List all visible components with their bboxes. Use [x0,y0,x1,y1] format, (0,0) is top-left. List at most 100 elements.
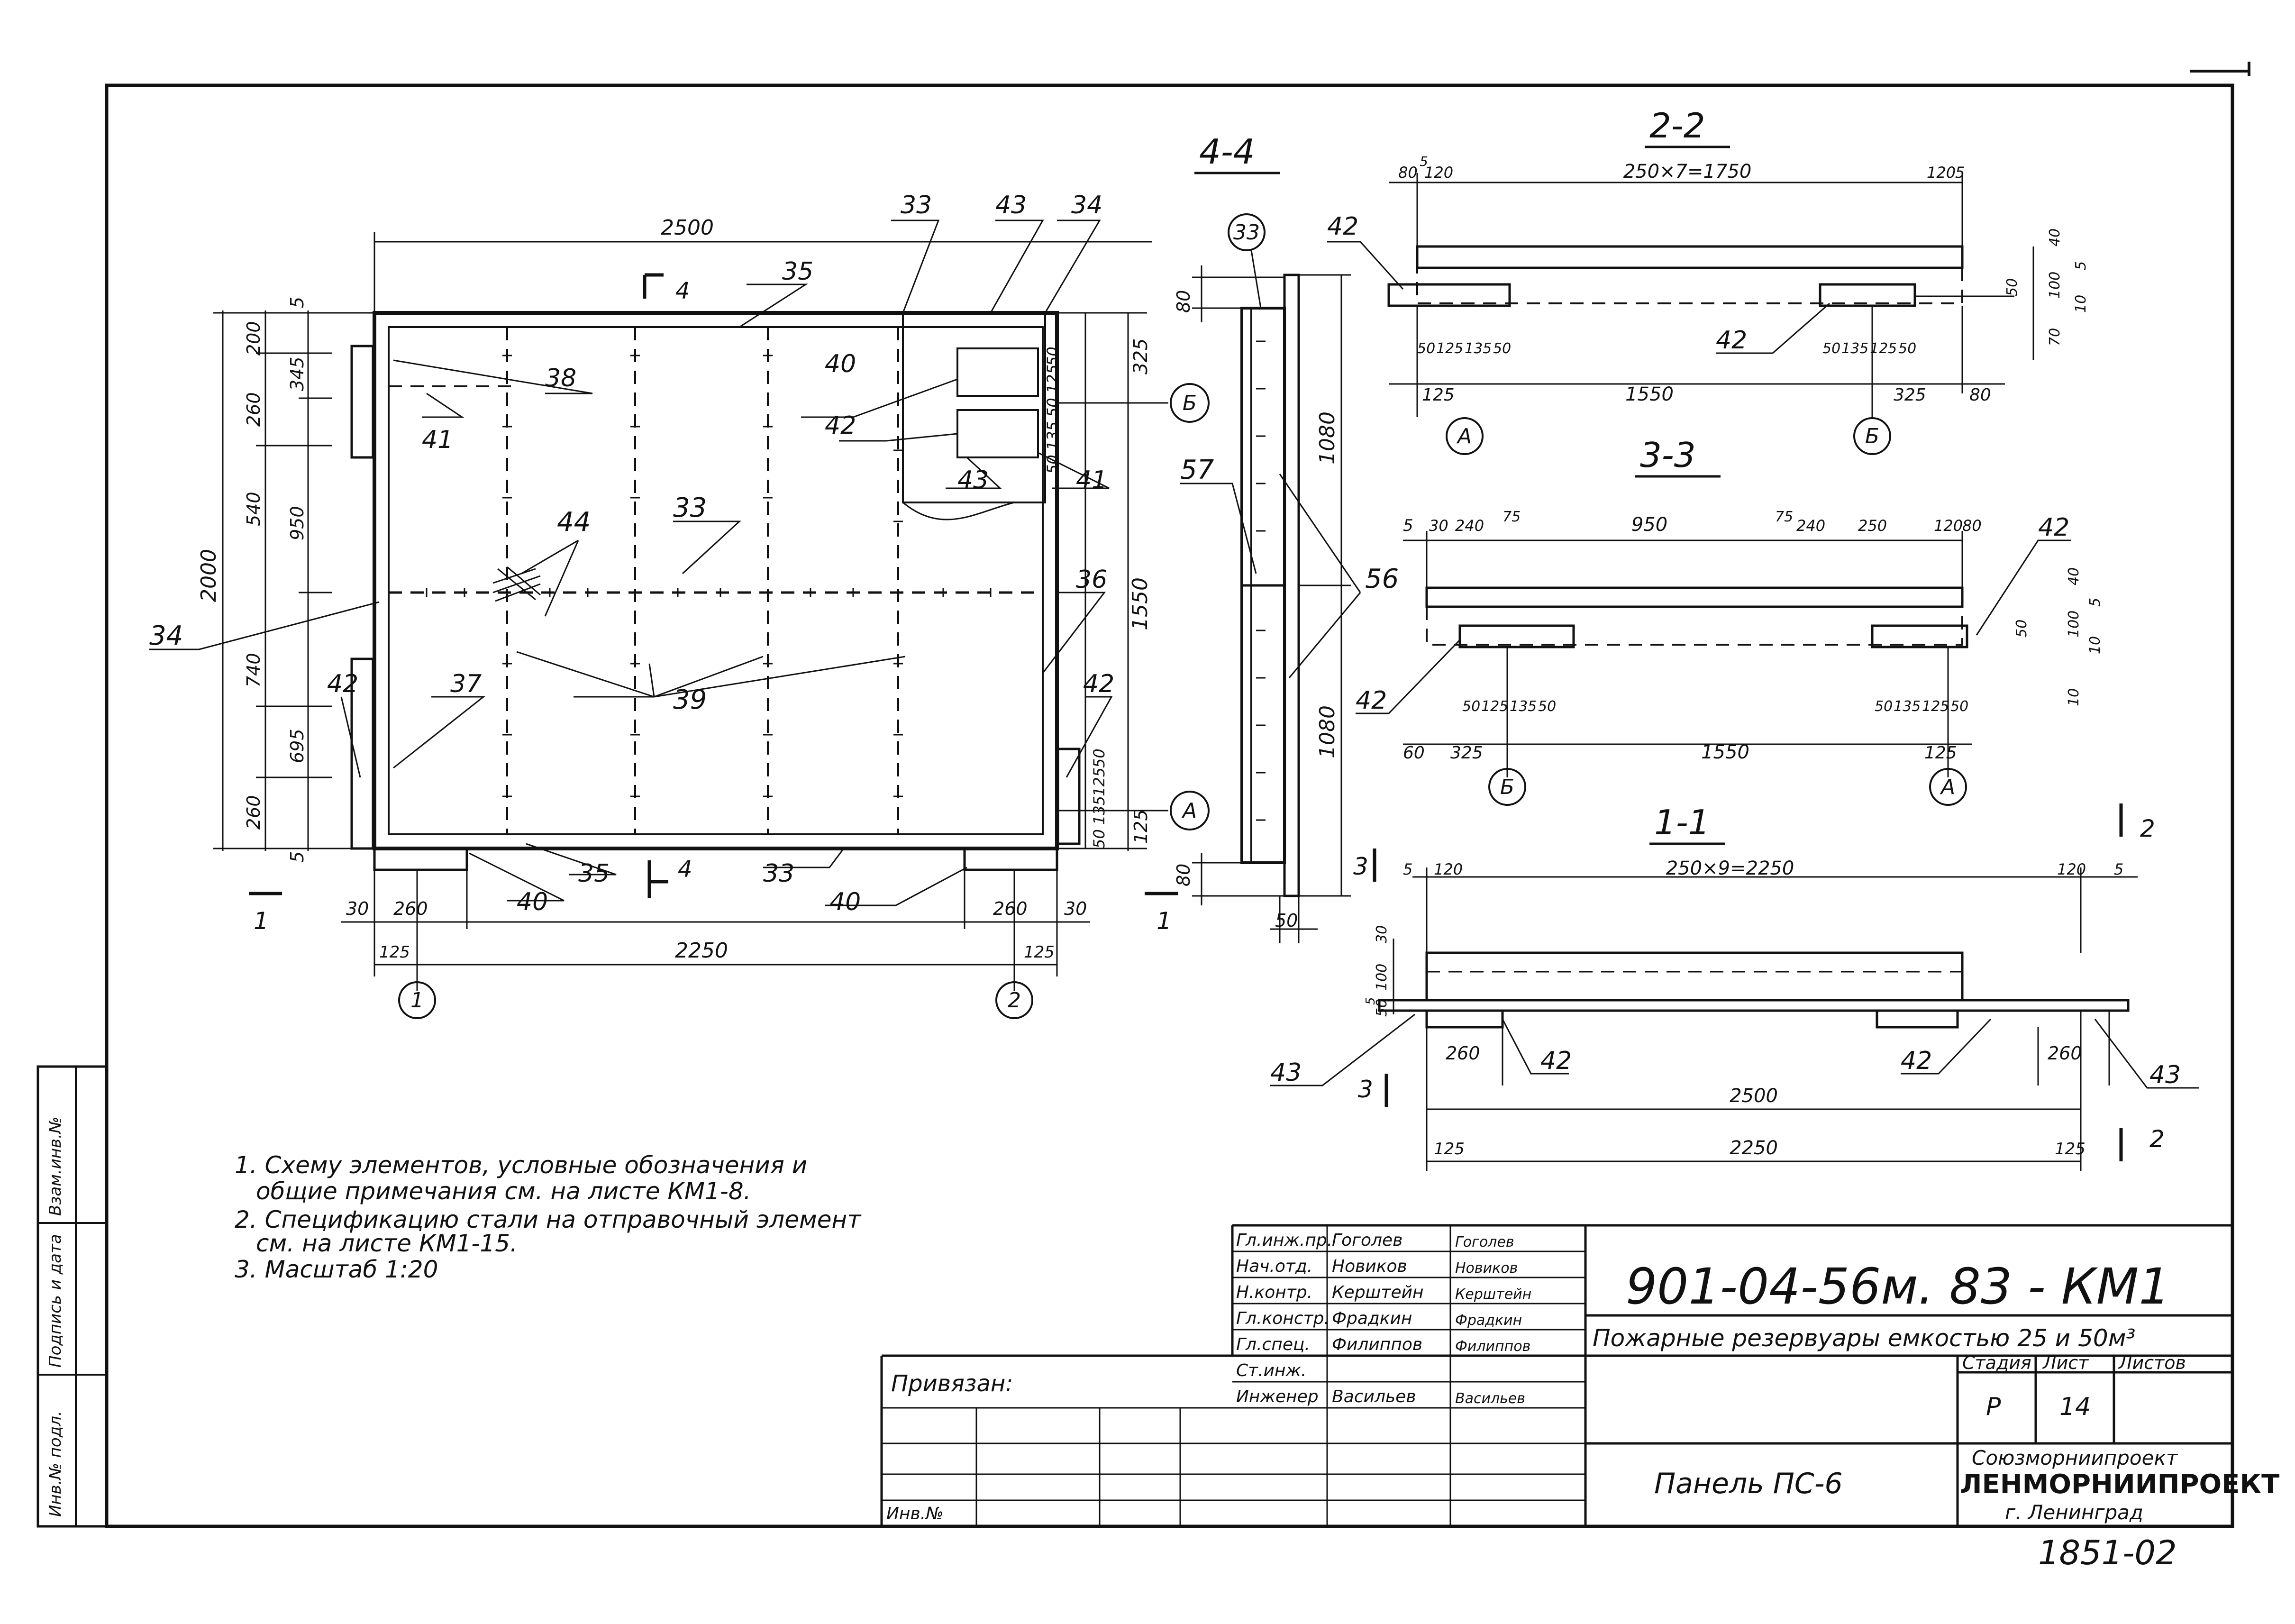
tb-role-5: Ст.инж. [1236,1361,1306,1380]
section-4-4-callout-57: 57 [1180,455,1214,485]
s22-dim-1750: 250×7=1750 [1623,161,1752,182]
s33-dim-b135b: 135 [1894,698,1921,715]
s33-dim-b135a: 135 [1510,698,1537,715]
s11-mark-2-bottom: 2 [2149,1125,2165,1153]
s33-dim-325: 325 [1450,743,1483,763]
s22-dim-r40: 40 [2047,228,2063,246]
callout-33-bottom: 33 [763,859,794,888]
s33-dim-30: 30 [1429,517,1448,535]
axis-a-main: А [1181,799,1197,823]
section-2-2: 2-2 80 5 120 250×7=1750 120 5 50 125 135… [1327,106,2089,455]
tb-doc-code: 901-04-56м. 83 - КМ1 [1626,1258,2170,1315]
sheet-frame [105,62,2250,1528]
note-line-1: 1. Схему элементов, условные обозначения… [235,1151,807,1179]
dim-left-260-bottom: 260 [243,795,264,830]
s11-dim-2500: 2500 [1730,1085,1778,1107]
tb-name-3: Фрадкин [1332,1309,1412,1328]
tb-org-2: ЛЕНМОРНИИПРОЕКТ [1960,1469,2279,1500]
s33-dim-250: 250 [1858,517,1887,535]
s11-dim-l30: 30 [1374,925,1390,943]
s33-callout-42-right: 42 [2038,513,2069,542]
notes: 1. Схему элементов, условные обозначения… [235,1151,862,1283]
side-stamp-sign: Подпись и дата [46,1234,65,1368]
main-callouts: 33 43 34 35 38 40 41 42 43 41 44 33 34 3… [149,191,1114,916]
tb-element: Панель ПС-6 [1654,1467,1843,1500]
s33-dim-b50b: 50 [1538,698,1556,715]
s11-dim-120-right: 120 [2057,860,2086,878]
dim-left-540: 540 [243,492,264,526]
s33-dim-r5: 5 [2087,598,2104,607]
callout-41-left: 41 [422,426,453,454]
section-4-4-dim-80-bottom: 80 [1173,864,1194,886]
callout-36: 36 [1076,566,1107,594]
tb-name-2: Керштейн [1332,1283,1424,1302]
s11-mark-2-top: 2 [2140,815,2155,842]
tb-archive-number: 1851-02 [2038,1533,2177,1572]
s33-dim-75b: 75 [1775,509,1793,525]
dim-left-740: 740 [243,653,264,687]
tb-signature-3: Фрадкин [1455,1312,1522,1329]
tb-inv: Инв.№ [886,1504,944,1524]
s22-dim-r100: 100 [2047,272,2063,299]
tb-role-6: Инженер [1236,1387,1319,1406]
section-mark-1-right: 1 [1157,907,1172,935]
tb-org-3: г. Ленинград [2005,1501,2143,1524]
note-line-5: 3. Масштаб 1:20 [235,1256,438,1283]
tb-sheet: 14 [2059,1393,2091,1421]
s33-dim-75a: 75 [1503,509,1521,525]
s22-dim-b50b: 50 [1493,340,1511,357]
s22-callout-42-left: 42 [1327,212,1358,241]
s22-dim-120-right: 120 [1927,164,1956,182]
section-1-1: 1-1 5 120 250×9=2250 120 5 30 100 5 50 2… [1270,803,2199,1171]
dim-right-s1: 50 [1044,347,1062,366]
axis-b-main: Б [1183,391,1197,415]
s22-dim-r10: 10 [2073,295,2089,313]
dim-right-t1: 50 [1090,748,1108,768]
section-4-4: 4-4 33 57 56 80 1080 1080 80 50 [1173,132,1399,943]
note-line-2: общие примечания см. на листе КМ1-8. [256,1177,751,1205]
s33-dim-950: 950 [1631,514,1667,536]
s33-dim-1550: 1550 [1701,741,1749,763]
title-block: Гл.инж.пр. Нач.отд. Н.контр. Гл.констр. … [880,1224,2279,1572]
section-2-2-title: 2-2 [1649,106,1705,146]
tb-role-0: Гл.инж.пр. [1236,1231,1332,1250]
s11-dim-5-left: 5 [1403,860,1412,878]
tb-name-0: Гоголев [1332,1231,1402,1250]
dim-right-t3: 135 [1090,796,1108,825]
dim-left-695: 695 [287,729,308,763]
s11-dim-5-right: 5 [2114,860,2123,878]
axis-2-main: 2 [1008,988,1021,1013]
dim-top-2500: 2500 [661,216,714,240]
dim-right-325: 325 [1130,338,1152,374]
s22-dim-5-right: 5 [1955,164,1965,182]
section-3-3-title: 3-3 [1640,435,1696,475]
dim-bottom-260-left: 260 [393,898,428,919]
tb-org-1: Союзморниипроект [1972,1446,2178,1469]
s22-dim-r5: 5 [2073,261,2089,270]
callout-44: 44 [557,507,591,538]
s33-callout-42-left: 42 [1356,686,1387,715]
tb-role-4: Гл.спец. [1236,1335,1310,1354]
s22-dim-b50a: 50 [1417,340,1435,357]
section-3-3: 3-3 5 30 240 75 950 75 240 250 120 80 50… [1356,435,2104,806]
s33-dim-r40: 40 [2066,567,2082,585]
s33-dim-5: 5 [1403,516,1413,535]
dim-bottom-2250: 2250 [675,939,728,963]
tb-name-6: Васильев [1332,1387,1416,1406]
s33-axis-a: А [1940,775,1955,799]
s22-dim-5-left: 5 [1420,154,1428,169]
section-4-4-dim-50: 50 [1275,910,1298,931]
callout-37: 37 [450,670,482,698]
tb-role-2: Н.контр. [1236,1283,1312,1302]
section-mark-4-bottom: 4 [678,856,692,883]
tb-name-1: Новиков [1332,1257,1407,1276]
s22-dim-b125b: 125 [1870,340,1897,357]
tb-signature-0: Гоголев [1455,1234,1514,1250]
callout-42-left: 42 [327,670,358,698]
s22-dim-325: 325 [1894,385,1926,405]
dim-bottom-30-right: 30 [1064,898,1087,919]
dim-right-s5: 50 [1044,455,1062,474]
axis-1-main: 1 [410,988,424,1013]
callout-34-left: 34 [149,620,183,651]
section-mark-1-left: 1 [254,907,269,935]
